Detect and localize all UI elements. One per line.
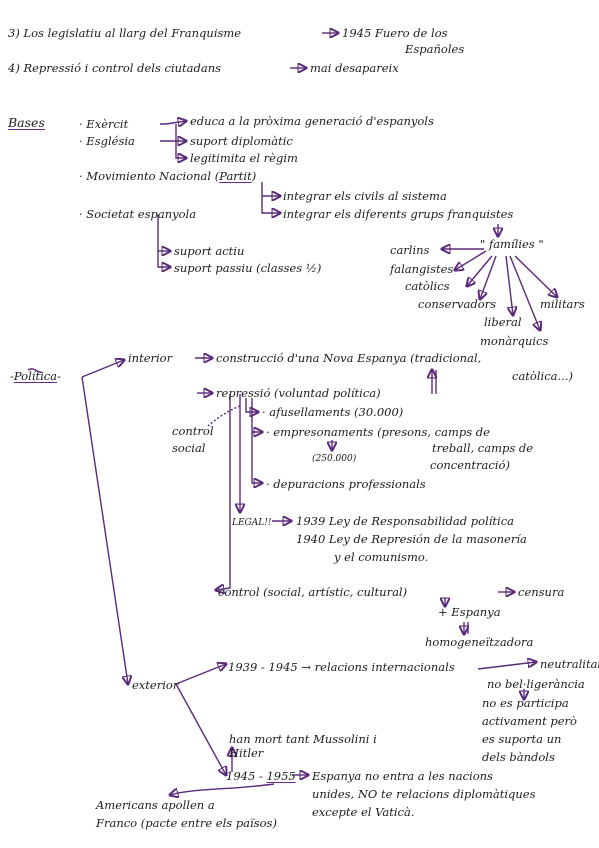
- neutral-line-1: no bel·ligerància: [487, 677, 585, 691]
- neutral-line-4: es suporta un: [482, 732, 562, 746]
- americans-line-1: Americans apollen a: [96, 798, 215, 812]
- exercit: · Exèrcit: [79, 117, 129, 131]
- construccio: construcció d'una Nova Espanya (tradicio…: [216, 351, 482, 365]
- control-cultural: control (social, artístic, cultural): [218, 585, 408, 599]
- educa: educa a la pròxima generació d'espanyols: [190, 114, 434, 128]
- societat: · Societat espanyola: [79, 207, 197, 221]
- suport-diplomatic: suport diplomàtic: [190, 134, 293, 148]
- law-1939: 1939 Ley de Responsabilidad política: [296, 514, 515, 528]
- law-1940: 1940 Ley de Represión de la masonería: [296, 532, 527, 546]
- americans-line-2: Franco (pacte entre els països): [96, 816, 277, 830]
- mussolini-note-2: Hitler: [229, 746, 264, 760]
- point-3-result: 1945 Fuero de los: [342, 26, 448, 40]
- catolica: catòlica...): [512, 369, 573, 383]
- repressio: repressió (voluntad política): [216, 386, 381, 400]
- movimiento-nacional: · Movimiento Nacional (Partit): [79, 169, 257, 183]
- integrar-civils: integrar els civils al sistema: [283, 189, 447, 203]
- neutral-line-3: activament però: [482, 714, 577, 728]
- relacions-internacionals: 1939 - 1945 → relacions internacionals: [228, 660, 455, 674]
- onu-line-1: Espanya no entra a les nacions: [312, 769, 493, 783]
- point-4-result: mai desapareix: [310, 61, 399, 75]
- censura: censura: [518, 585, 565, 599]
- liberal: liberal: [484, 315, 522, 329]
- legitimita: legitimita el règim: [190, 151, 298, 165]
- mussolini-note: han mort tant Mussolini i: [229, 732, 377, 746]
- law-1940-cont: y el comunismo.: [334, 550, 429, 564]
- suport-passiu: suport passiu (classes ½): [174, 261, 322, 275]
- control-social-label-2: social: [172, 441, 206, 455]
- esglesia: · Església: [79, 134, 135, 148]
- neutralitat: neutralitat: [540, 657, 599, 671]
- suport-actiu: suport actiu: [174, 244, 245, 258]
- politica-heading: -Política-: [10, 369, 61, 383]
- count-250000: (250.000): [312, 454, 357, 464]
- interior: interior: [128, 351, 173, 365]
- legal-label: LEGAL!!: [232, 518, 272, 528]
- point-3-result-cont: Españoles: [405, 42, 465, 56]
- falangistes: falangistes: [390, 262, 454, 276]
- control-social-label: control: [172, 424, 214, 438]
- point-3: 3) Los legislatiu al llarg del Franquism…: [8, 26, 242, 40]
- onu-line-2: unides, NO te relacions diplomàtiques: [312, 787, 536, 801]
- bases-heading: Bases: [8, 115, 45, 130]
- neutral-line-2: no es participa: [482, 696, 569, 710]
- period-1945-1955: 1945 - 1955: [226, 769, 296, 783]
- onu-line-3: excepte el Vaticà.: [312, 805, 415, 819]
- espanya: + Espanya: [438, 605, 501, 619]
- neutral-line-5: dels bàndols: [482, 750, 555, 764]
- homogeneitzadora: homogeneïtzadora: [425, 635, 534, 649]
- afusellaments: · afusellaments (30.000): [262, 405, 404, 419]
- catolics: catòlics: [405, 279, 450, 293]
- families: " famílies ": [480, 237, 544, 251]
- carlins: carlins: [390, 243, 430, 257]
- depuracions: · depuracions professionals: [266, 477, 426, 491]
- exterior: exterior: [132, 678, 179, 692]
- treball: treball, camps de: [432, 441, 534, 455]
- monarquics: monàrquics: [480, 334, 549, 348]
- concentracio: concentració): [430, 458, 510, 472]
- conservadors: conservadors: [418, 297, 497, 311]
- integrar-grups: integrar els diferents grups franquistes: [283, 207, 514, 221]
- empresonaments: · empresonaments (presons, camps de: [266, 425, 490, 439]
- point-4: 4) Repressió i control dels ciutadans: [8, 61, 222, 75]
- militars: militars: [540, 297, 585, 311]
